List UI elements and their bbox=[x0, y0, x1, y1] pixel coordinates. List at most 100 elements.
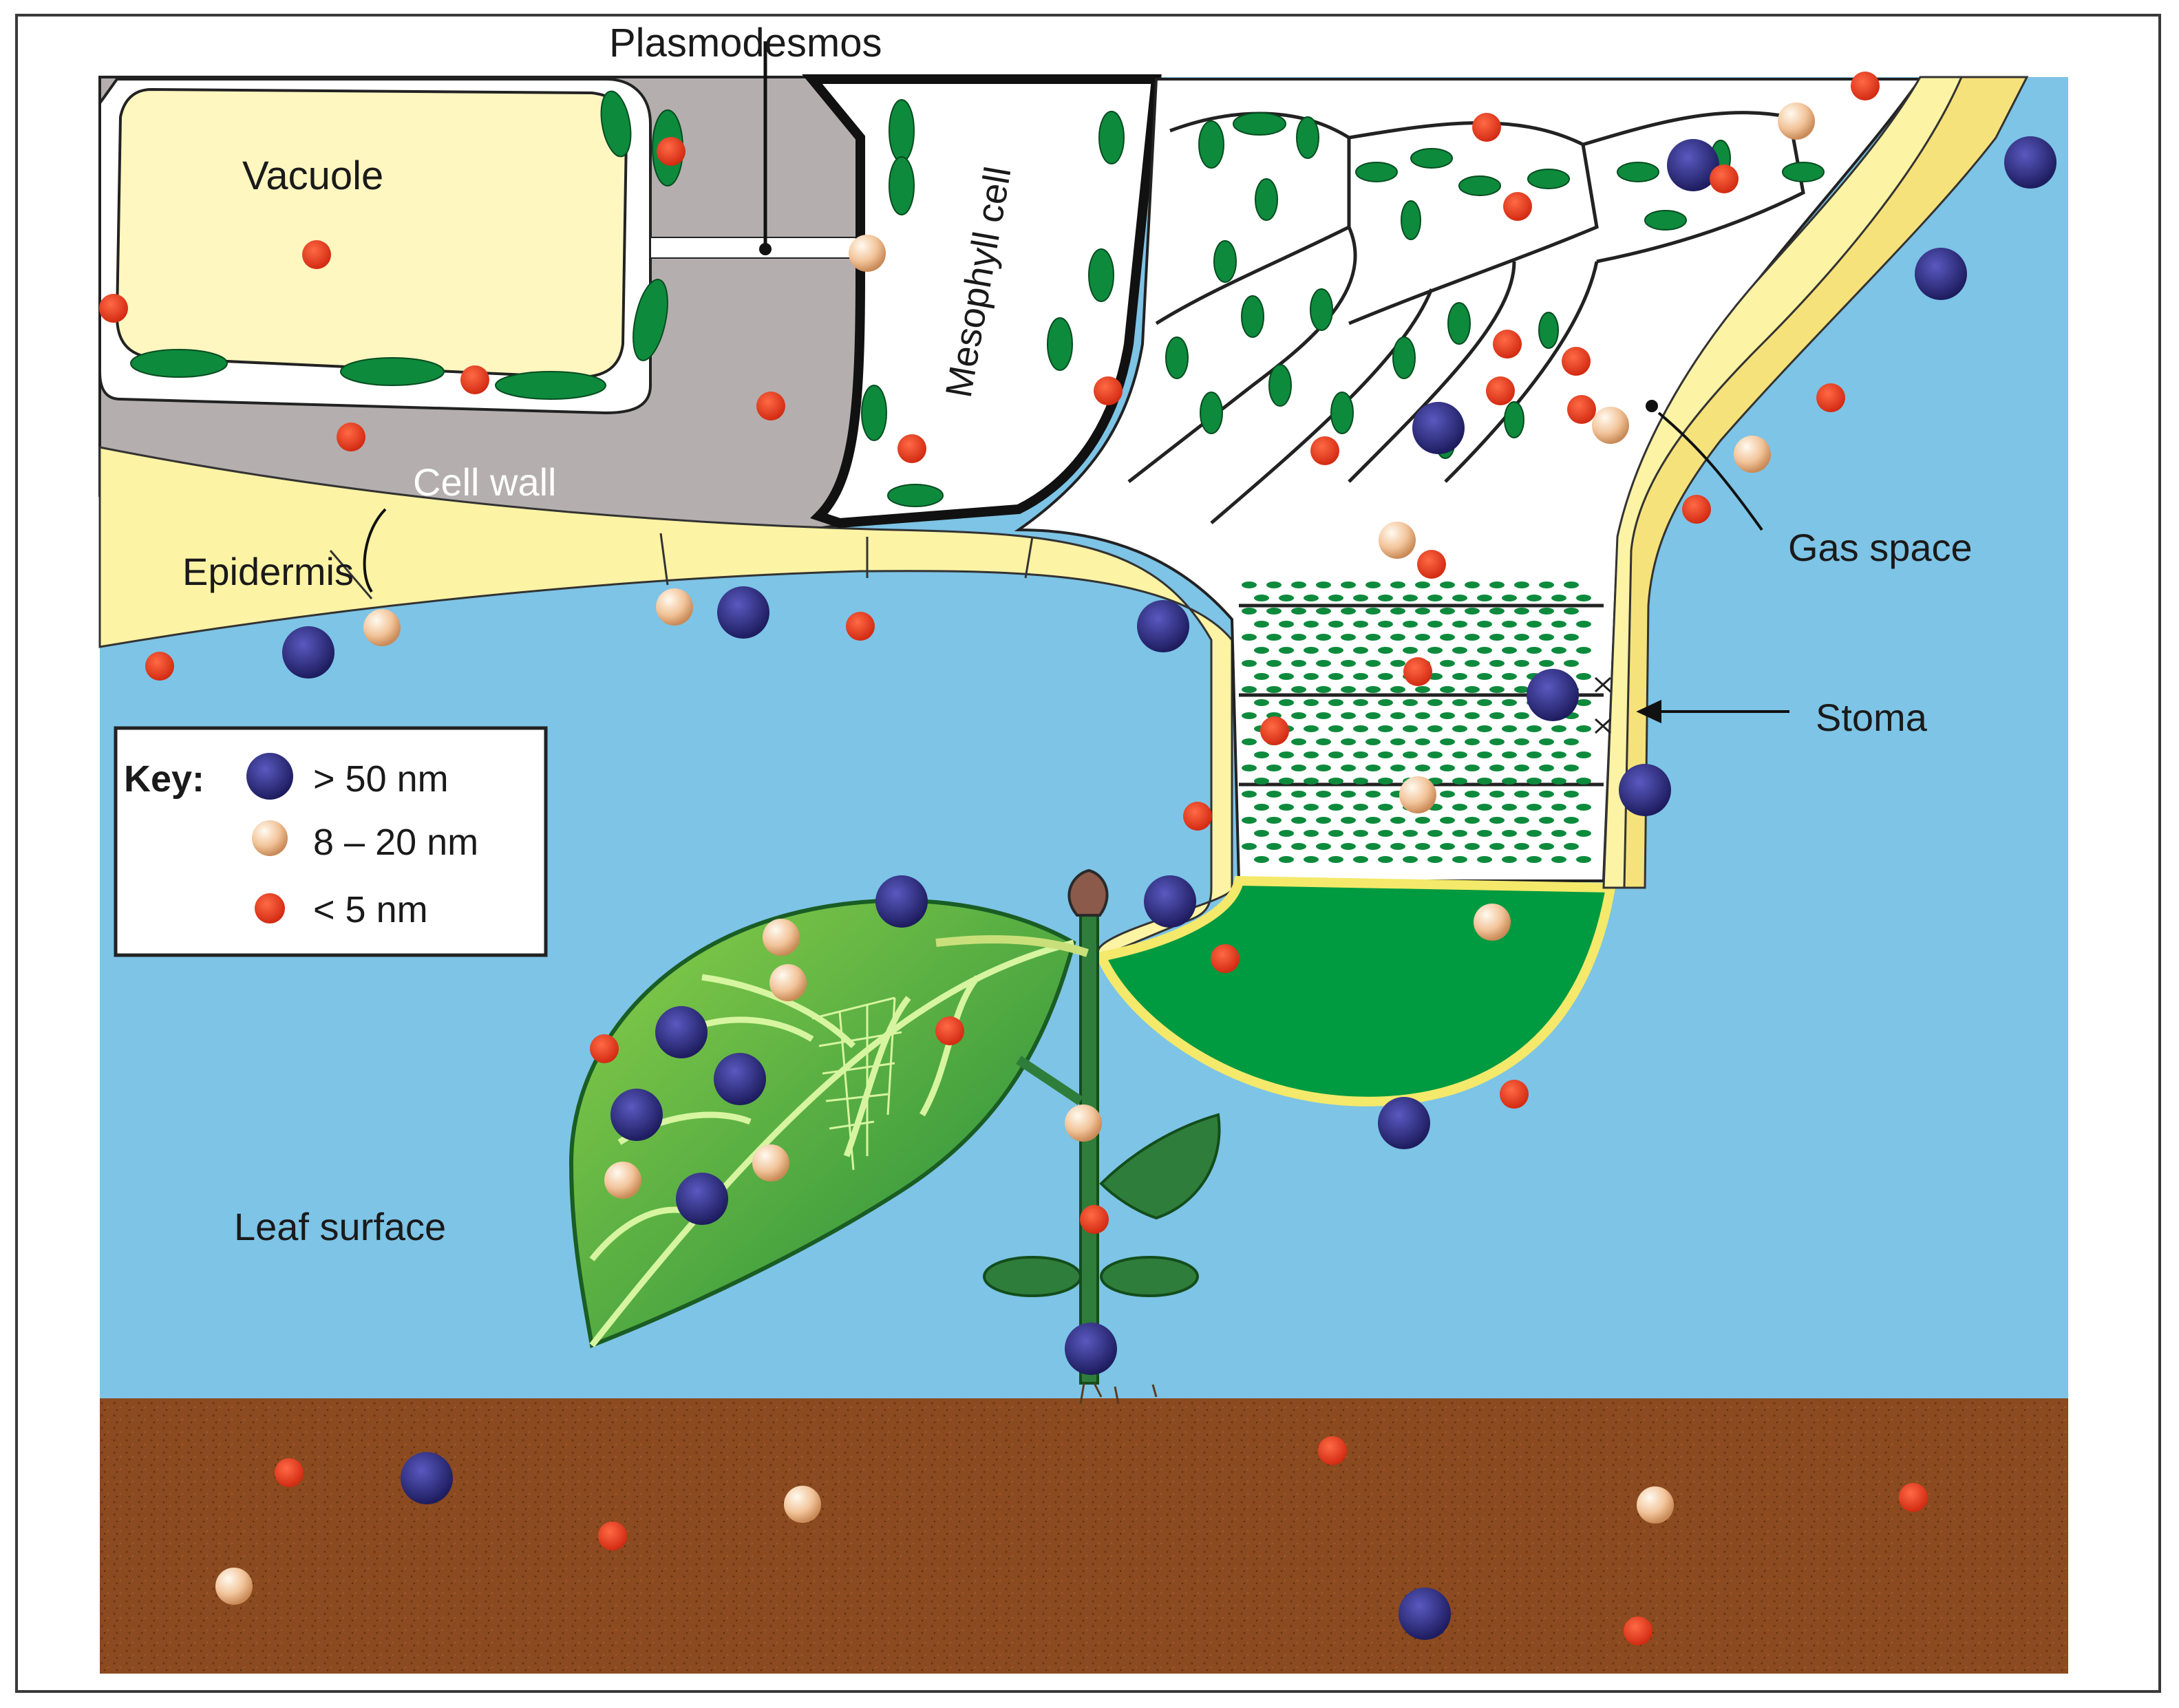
chloroplast bbox=[1254, 804, 1269, 811]
chloroplast bbox=[1527, 595, 1542, 601]
plasmodesmos-label: Plasmodesmos bbox=[609, 21, 882, 65]
chloroplast bbox=[1390, 712, 1405, 719]
small-particle bbox=[1486, 376, 1515, 405]
chloroplast bbox=[1279, 751, 1294, 758]
chloroplast bbox=[1365, 634, 1381, 641]
medium-particle bbox=[769, 964, 807, 1001]
chloroplast bbox=[1254, 751, 1269, 758]
chloroplast bbox=[1440, 765, 1455, 771]
small-particle bbox=[1710, 164, 1739, 193]
chloroplast bbox=[1415, 712, 1430, 719]
chloroplast bbox=[1527, 778, 1542, 784]
medium-particle bbox=[363, 609, 401, 646]
small-particle-icon bbox=[255, 893, 285, 924]
chloroplast bbox=[1304, 621, 1319, 628]
chloroplast bbox=[1477, 830, 1492, 837]
small-particle bbox=[1318, 1436, 1347, 1465]
large-particle bbox=[401, 1452, 453, 1504]
chloroplast bbox=[1539, 738, 1554, 745]
chloroplast bbox=[1576, 778, 1591, 784]
chloroplast bbox=[1304, 673, 1319, 680]
small-particle bbox=[1682, 495, 1711, 524]
chloroplast bbox=[1353, 595, 1368, 601]
chloroplast bbox=[1328, 804, 1343, 811]
annotation-pointers bbox=[363, 400, 1789, 724]
chloroplast bbox=[1242, 738, 1257, 745]
chloroplast bbox=[1514, 686, 1529, 693]
chloroplast bbox=[1465, 817, 1480, 824]
chloroplast bbox=[1328, 830, 1343, 837]
chloroplast bbox=[1291, 843, 1306, 850]
chloroplast bbox=[1304, 725, 1319, 732]
figure-frame bbox=[15, 14, 2161, 1693]
chloroplast bbox=[1242, 712, 1257, 719]
chloroplast bbox=[1242, 791, 1257, 798]
chloroplast bbox=[1427, 595, 1443, 601]
chloroplast bbox=[1316, 765, 1331, 771]
chloroplast bbox=[1316, 738, 1331, 745]
chloroplast bbox=[1427, 699, 1443, 706]
chloroplast bbox=[1266, 817, 1282, 824]
chloroplast bbox=[1242, 608, 1257, 615]
medium-particle bbox=[1592, 407, 1629, 444]
chloroplast bbox=[1291, 791, 1306, 798]
chloroplast bbox=[1539, 660, 1554, 667]
chloroplast bbox=[1328, 699, 1343, 706]
chloroplast bbox=[1465, 581, 1480, 588]
chloroplast bbox=[1316, 581, 1331, 588]
chloroplast bbox=[1564, 843, 1579, 850]
chloroplast bbox=[1291, 660, 1306, 667]
chloroplast bbox=[1452, 804, 1467, 811]
chloroplast bbox=[1266, 791, 1282, 798]
chloroplast bbox=[1328, 725, 1343, 732]
large-particle bbox=[1667, 139, 1719, 191]
chloroplast bbox=[1576, 830, 1591, 837]
chloroplast bbox=[1477, 725, 1492, 732]
chloroplast bbox=[1427, 830, 1443, 837]
chloroplast bbox=[1477, 751, 1492, 758]
small-particle bbox=[337, 423, 365, 451]
small-particle bbox=[1211, 944, 1240, 973]
chloroplast bbox=[1427, 751, 1443, 758]
chloroplast bbox=[1427, 621, 1443, 628]
chloroplast bbox=[1266, 843, 1282, 850]
chloroplast bbox=[1328, 856, 1343, 863]
medium-particle bbox=[1065, 1104, 1102, 1142]
chloroplast bbox=[1403, 751, 1418, 758]
large-particle bbox=[1399, 1588, 1451, 1640]
chloroplast bbox=[1341, 712, 1356, 719]
chloroplast bbox=[1341, 660, 1356, 667]
chloroplast bbox=[1365, 791, 1381, 798]
chloroplast bbox=[1378, 673, 1393, 680]
leaf-vein-mesh bbox=[811, 996, 902, 1171]
chloroplast bbox=[1551, 751, 1566, 758]
chloroplast bbox=[1551, 830, 1566, 837]
small-particle bbox=[846, 612, 875, 641]
chloroplast bbox=[1440, 686, 1455, 693]
chloroplast bbox=[1527, 725, 1542, 732]
chloroplast bbox=[1527, 647, 1542, 654]
chloroplast bbox=[1304, 751, 1319, 758]
chloroplast bbox=[1403, 699, 1418, 706]
small-particle bbox=[1260, 716, 1289, 745]
chloroplast bbox=[1539, 791, 1554, 798]
chloroplast bbox=[1254, 778, 1269, 784]
chloroplast bbox=[1576, 621, 1591, 628]
chloroplast bbox=[1242, 686, 1257, 693]
small-particle bbox=[1567, 395, 1596, 424]
chloroplast bbox=[1576, 804, 1591, 811]
chloroplast bbox=[1514, 581, 1529, 588]
chloroplast bbox=[1341, 843, 1356, 850]
chloroplast bbox=[1378, 725, 1393, 732]
plasmodesmos-channel bbox=[650, 237, 858, 259]
chloroplast bbox=[1465, 843, 1480, 850]
chloroplast bbox=[1316, 817, 1331, 824]
large-particle bbox=[2004, 136, 2056, 189]
chloroplast bbox=[1390, 817, 1405, 824]
medium-particle bbox=[1399, 776, 1436, 813]
chloroplast bbox=[1341, 765, 1356, 771]
chloroplast bbox=[1465, 765, 1480, 771]
key-legend: Key: > 50 nm 8 – 20 nm < 5 nm bbox=[114, 726, 548, 957]
medium-particle-icon bbox=[252, 820, 288, 856]
chloroplast bbox=[1415, 843, 1430, 850]
